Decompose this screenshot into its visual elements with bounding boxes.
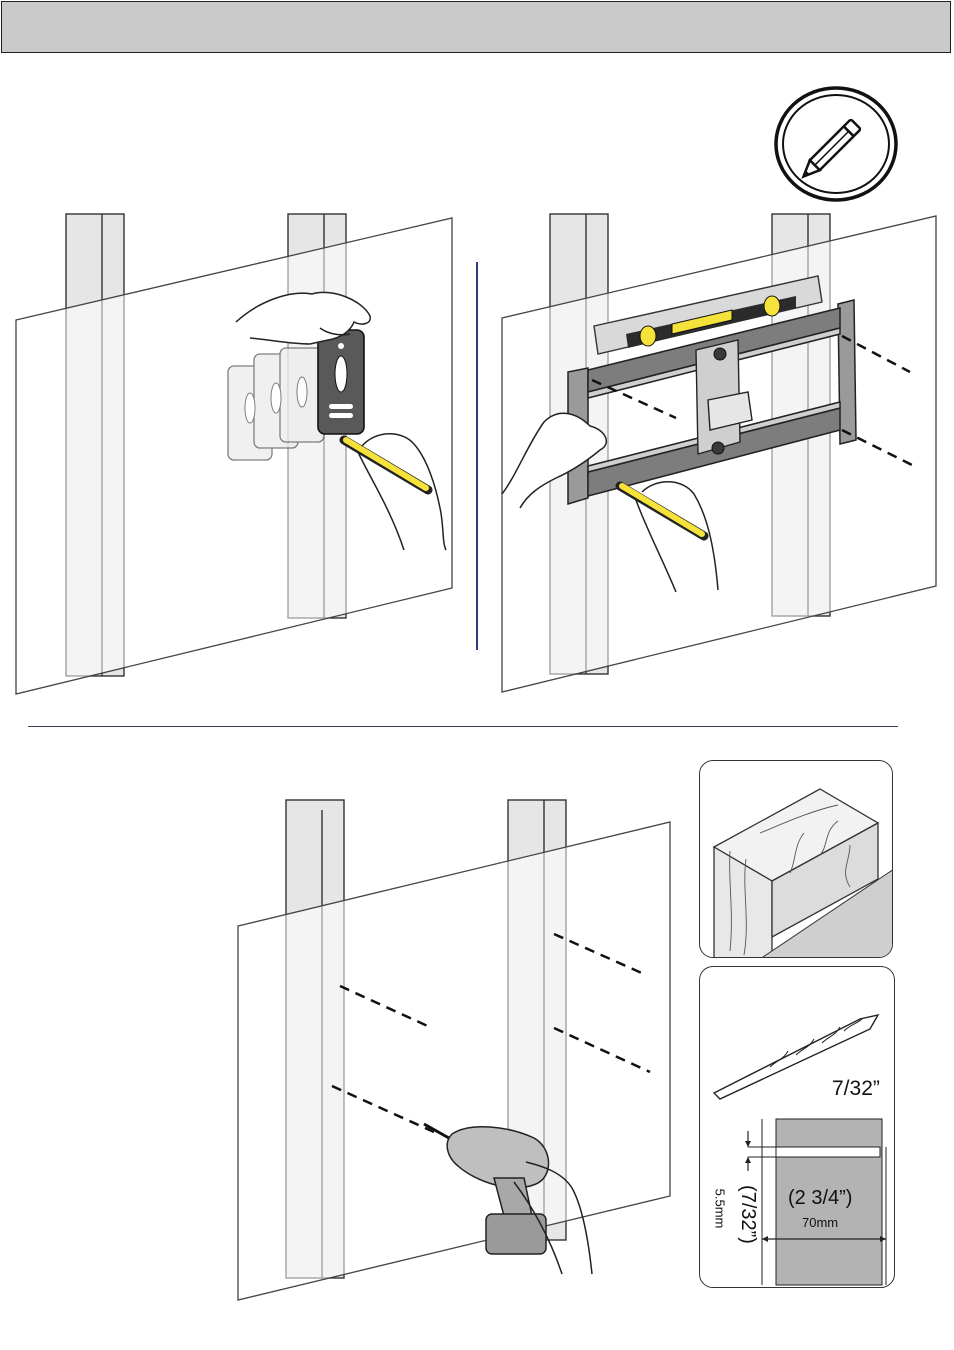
stud-finder: [318, 330, 364, 434]
figure-stud-finder: [10, 208, 470, 700]
inset-drill-spec: 7/32” (2 3/4”) 70mm (7/32”) 5.5mm: [699, 966, 895, 1288]
figure-wall-plate: [496, 208, 944, 700]
header-bar: [1, 1, 951, 53]
hole-depth-imperial: (2 3/4”): [788, 1187, 852, 1210]
divider-vertical: [476, 262, 478, 650]
hole-diameter-metric: 5.5mm: [712, 1189, 727, 1229]
drill-bit-icon: [700, 967, 895, 1288]
section-divider: [28, 726, 898, 727]
bit-size-label: 7/32”: [832, 1077, 880, 1101]
pencil-icon: [774, 86, 898, 202]
wood-stud-icon: [700, 761, 893, 958]
figure-drilling: [232, 796, 678, 1304]
hole-diameter-imperial: (7/32”): [736, 1185, 759, 1244]
inset-wood-stud: [699, 760, 893, 958]
hole-depth-metric: 70mm: [802, 1215, 838, 1230]
